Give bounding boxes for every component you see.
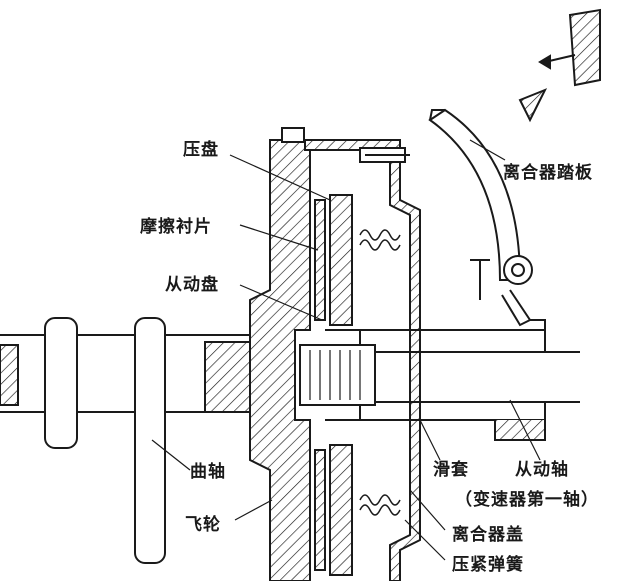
label-pressure-plate: 压盘 xyxy=(183,140,219,160)
label-clutch-cover: 离合器盖 xyxy=(452,525,524,545)
spring-shape xyxy=(359,229,401,516)
leader-lines xyxy=(151,139,541,561)
label-driven-shaft: 从动轴 xyxy=(515,460,569,480)
driven-shaft-shape xyxy=(375,351,580,403)
pressure-plate-shape xyxy=(329,194,353,326)
label-sliding-sleeve: 滑套 xyxy=(433,460,469,480)
label-flywheel: 飞轮 xyxy=(185,515,221,535)
friction-lining-shape xyxy=(314,199,326,321)
crankshaft-shape xyxy=(0,317,251,564)
clutch-cover-shape xyxy=(304,139,421,581)
pedal-shape xyxy=(428,8,601,327)
label-pressure-spring: 压紧弹簧 xyxy=(452,555,524,575)
label-gearbox-first-shaft: （变速器第一轴） xyxy=(455,490,599,510)
label-crankshaft: 曲轴 xyxy=(190,462,226,482)
label-friction-lining: 摩擦衬片 xyxy=(140,217,212,237)
sliding-sleeve-shape xyxy=(494,420,546,441)
label-clutch-pedal: 离合器踏板 xyxy=(503,163,593,183)
flywheel-shape xyxy=(249,139,311,581)
label-driven-disc: 从动盘 xyxy=(165,275,219,295)
